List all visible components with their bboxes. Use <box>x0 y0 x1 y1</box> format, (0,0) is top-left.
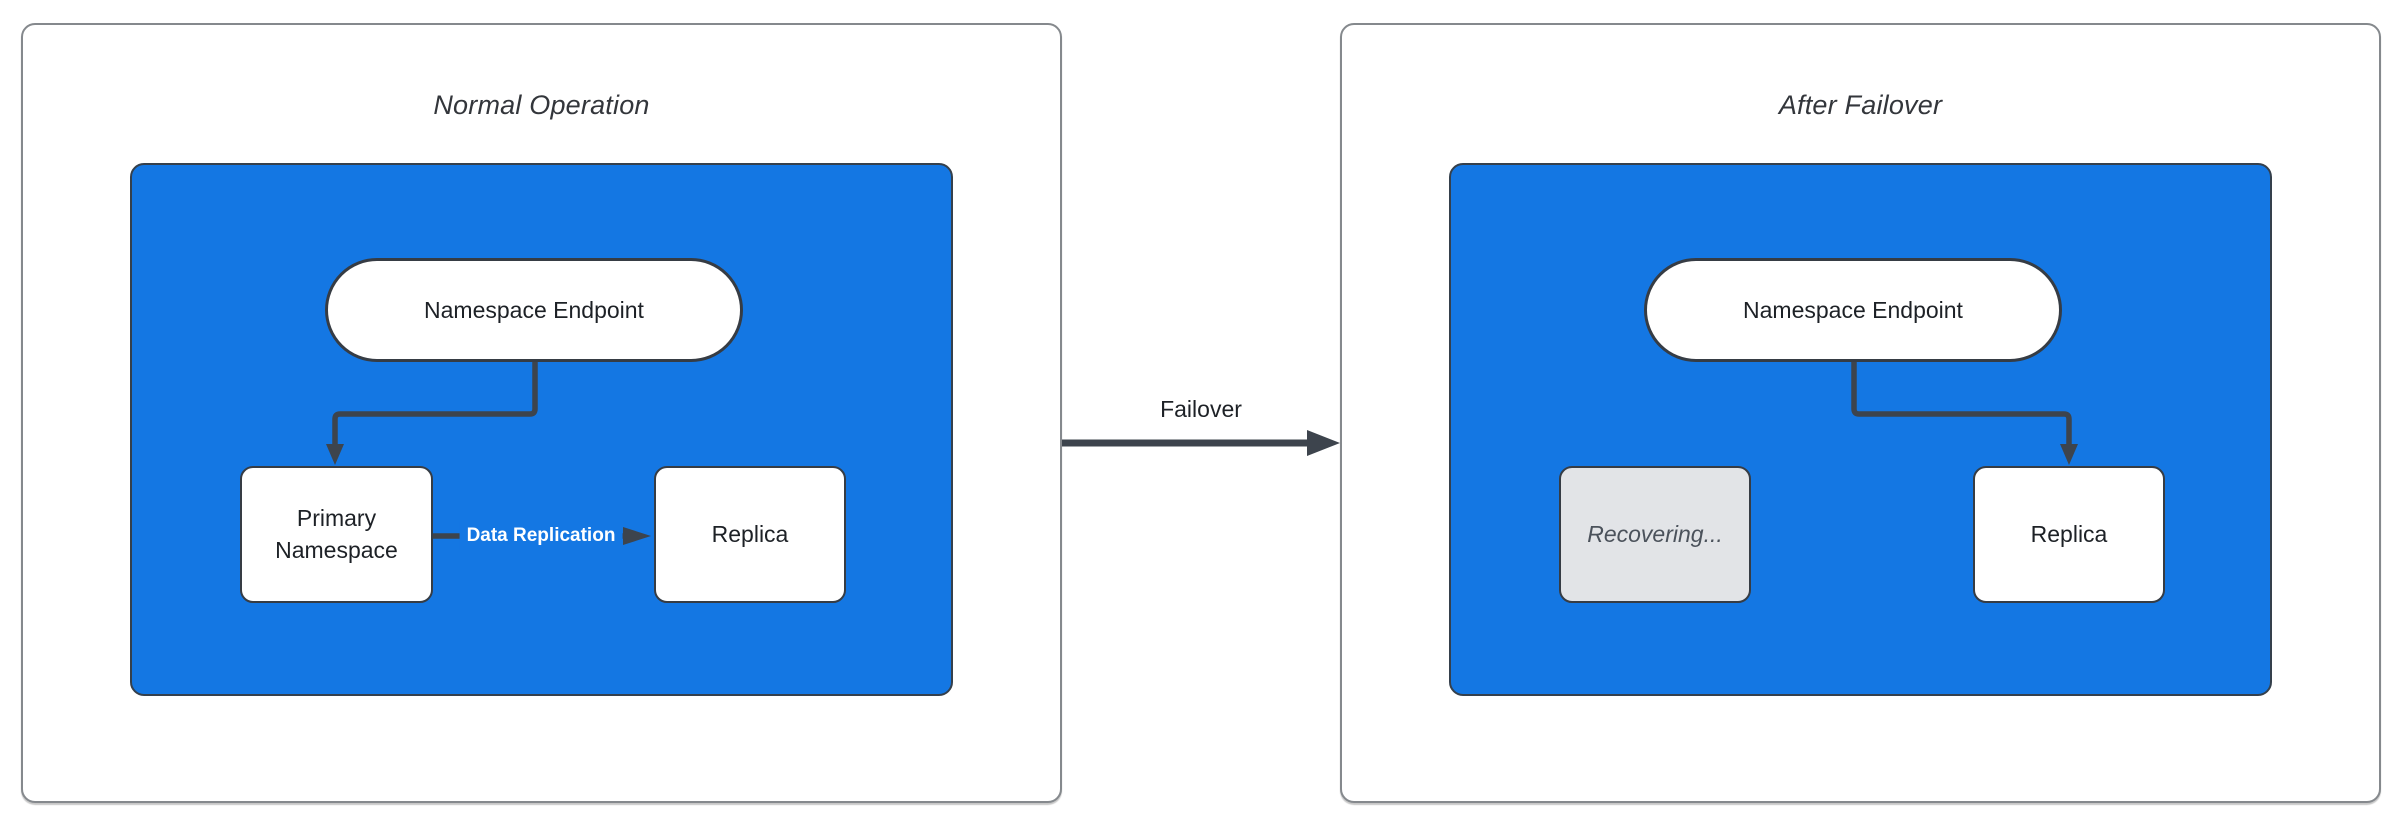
primary-namespace-label: Primary Namespace <box>275 505 398 563</box>
recovering-node: Recovering... <box>1559 466 1751 603</box>
namespace-container-failover: Namespace Endpoint Recovering... Replica <box>1449 163 2272 696</box>
replica-label-normal: Replica <box>711 520 789 547</box>
namespace-container-normal: Namespace Endpoint Primary Namespace Rep… <box>130 163 953 696</box>
data-replication-label: Data Replication <box>459 522 623 550</box>
endpoint-to-primary-arrow <box>326 362 651 545</box>
after-failover-panel: After Failover Namespace Endpoint Recove… <box>1340 23 2381 803</box>
recovering-label: Recovering... <box>1587 520 1723 547</box>
primary-namespace-node: Primary Namespace <box>240 466 433 603</box>
replica-node-normal: Replica <box>654 466 846 603</box>
replica-node-failover: Replica <box>1973 466 2165 603</box>
namespace-endpoint-label: Namespace Endpoint <box>424 296 644 323</box>
namespace-endpoint-label-failover: Namespace Endpoint <box>1743 296 1963 323</box>
normal-operation-panel: Normal Operation Namespace Endpoint Prim… <box>21 23 1062 803</box>
endpoint-to-replica-arrow <box>1851 362 2078 465</box>
panel-title-normal-operation: Normal Operation <box>433 90 650 120</box>
failover-label: Failover <box>1160 396 1242 422</box>
namespace-endpoint-node: Namespace Endpoint <box>325 258 743 362</box>
namespace-endpoint-node-failover: Namespace Endpoint <box>1644 258 2062 362</box>
panel-title-after-failover: After Failover <box>1778 90 1943 120</box>
failover-arrow <box>1062 430 1340 456</box>
replica-label-failover: Replica <box>2030 520 2108 547</box>
